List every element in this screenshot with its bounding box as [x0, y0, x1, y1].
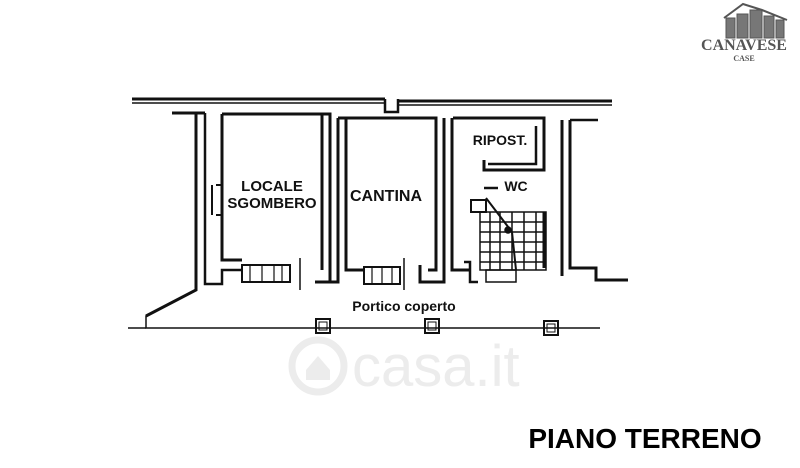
locale-left-wall: [220, 114, 242, 262]
room-label-locale-line2: SGOMBERO: [227, 195, 317, 212]
ripost-wall: [453, 116, 546, 172]
watermark: casa.it: [288, 334, 520, 399]
staircase: [479, 197, 547, 283]
logo-brand: CANAVESE: [701, 37, 787, 54]
room-label-wc: WC: [504, 178, 527, 194]
left-outer-wall: [145, 111, 198, 318]
logo: CANAVESE CASE: [701, 2, 788, 63]
right-room-wall: [568, 120, 628, 282]
walls: [128, 97, 628, 329]
pillar: [424, 318, 440, 334]
room-label-cantina: CANTINA: [350, 188, 422, 205]
portico-label: Portico coperto: [352, 298, 455, 314]
room-label-ripost: RIPOST.: [473, 132, 527, 148]
cantina-left-wall: [344, 118, 364, 272]
pillar: [315, 318, 331, 334]
logo-sub: CASE: [733, 54, 754, 63]
pillar: [543, 320, 559, 336]
pillars: [315, 318, 559, 336]
floor-title: PIANO TERRENO: [528, 423, 761, 454]
room-label-locale-line1: LOCALE: [241, 178, 303, 195]
watermark-text: casa.it: [352, 334, 520, 399]
